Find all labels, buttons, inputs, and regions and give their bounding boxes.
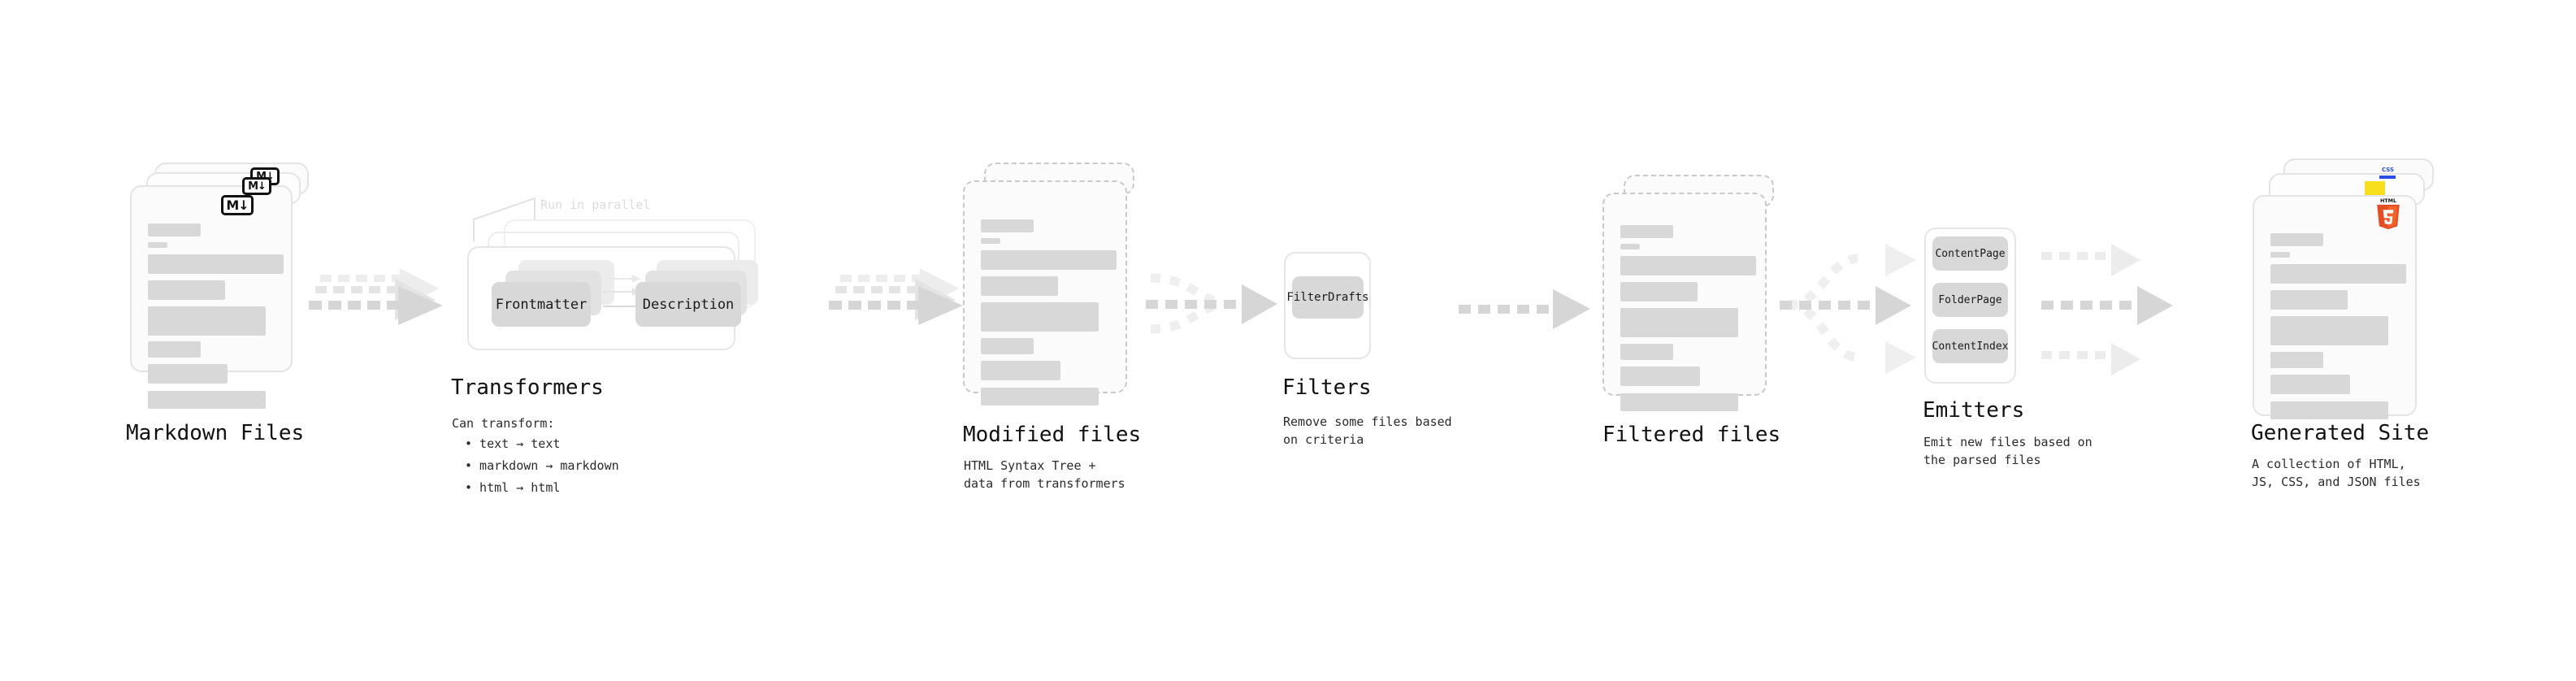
skeleton-line	[148, 391, 266, 409]
skeleton-line	[981, 338, 1034, 354]
skeleton-line	[2270, 401, 2388, 419]
skeleton-line	[148, 280, 225, 300]
run-in-parallel-bracket	[473, 197, 536, 242]
skeleton-line	[2270, 352, 2323, 368]
generated-site-subtitle: A collection of HTML, JS, CSS, and JSON …	[2252, 457, 2421, 489]
pill-folderpage[interactable]: FolderPage	[1932, 283, 2008, 317]
emitters-subtitle: Emit new files based on the parsed files	[1923, 435, 2092, 467]
skeleton-line	[981, 250, 1117, 270]
skeleton-line	[1620, 367, 1700, 386]
css3-icon	[2379, 176, 2396, 179]
arrow-filtered-to-emitters	[1780, 244, 1916, 374]
skeleton-line	[2270, 252, 2290, 258]
arrow-transformers-to-modified	[829, 268, 963, 325]
skeleton-line	[148, 306, 266, 336]
css3-icon-label: CSS	[2382, 167, 2395, 173]
svg-text:HTML: HTML	[2380, 197, 2396, 204]
markdown-icon: M↓	[221, 195, 254, 215]
pill-description[interactable]: Description	[635, 282, 741, 327]
skeleton-line	[981, 238, 1000, 244]
skeleton-line	[981, 302, 1099, 332]
run-in-parallel-label: Run in parallel	[540, 197, 651, 212]
skeleton-line	[148, 254, 284, 274]
transformers-bullet-1: • markdown → markdown	[465, 458, 619, 473]
filters-subtitle: Remove some files based on criteria	[1283, 414, 1452, 447]
filters-title: Filters	[1282, 375, 1372, 400]
skeleton-line	[1620, 244, 1640, 249]
transformers-bullet-2: • html → html	[465, 480, 561, 495]
modified-files-title: Modified files	[963, 423, 1142, 447]
modified-files-subtitle: HTML Syntax Tree + data from transformer…	[964, 458, 1125, 491]
pill-filterdrafts[interactable]: FilterDrafts	[1286, 276, 1369, 319]
transformers-title: Transformers	[451, 375, 604, 400]
skeleton-line	[2270, 375, 2350, 394]
skeleton-line	[1620, 225, 1673, 238]
generated-site-title: Generated Site	[2251, 421, 2430, 445]
skeleton-line	[981, 219, 1034, 232]
skeleton-line	[2270, 316, 2388, 345]
skeleton-line	[1620, 344, 1673, 360]
markdown-icon-back-1: M↓	[242, 177, 271, 195]
pill-contentpage[interactable]: ContentPage	[1932, 236, 2008, 271]
pill-frontmatter[interactable]: Frontmatter	[492, 282, 591, 327]
skeleton-line	[2270, 233, 2323, 246]
arrow-modified-to-filters	[1146, 273, 1277, 334]
skeleton-line	[1620, 393, 1738, 411]
arrow-markdown-to-transformers	[309, 268, 443, 325]
skeleton-line	[1620, 308, 1738, 337]
skeleton-line	[2270, 290, 2348, 310]
skeleton-line	[981, 388, 1099, 406]
skeleton-line	[981, 276, 1058, 296]
html5-icon: HTML	[2377, 197, 2400, 230]
skeleton-line	[2270, 264, 2406, 284]
emitters-title: Emitters	[1923, 398, 2025, 423]
filtered-files-title: Filtered files	[1602, 423, 1781, 447]
transformers-subtitle: Can transform:	[452, 416, 555, 431]
pill-contentindex[interactable]: ContentIndex	[1932, 329, 2008, 363]
transformers-bullet-0: • text → text	[465, 436, 561, 451]
skeleton-line	[148, 341, 201, 358]
skeleton-line	[1620, 256, 1756, 275]
arrow-filters-to-filtered	[1459, 289, 1590, 329]
skeleton-line	[148, 223, 201, 236]
skeleton-line	[981, 361, 1060, 380]
javascript-icon	[2365, 181, 2385, 195]
skeleton-line	[148, 242, 167, 248]
arrow-emitters-to-site	[2041, 244, 2173, 375]
skeleton-line	[148, 364, 228, 384]
markdown-files-title: Markdown Files	[126, 421, 305, 445]
skeleton-line	[1620, 282, 1698, 301]
